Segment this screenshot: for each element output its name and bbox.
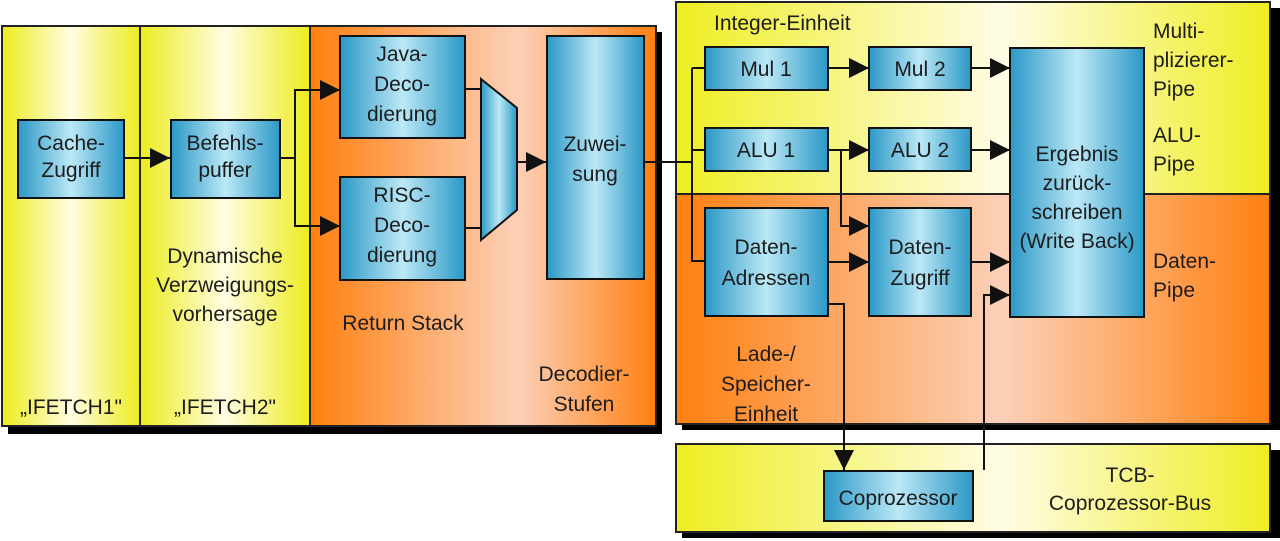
- label-data-pipe-line: Daten-: [1153, 250, 1216, 273]
- label-branch-prediction-line: vorhersage: [172, 303, 277, 326]
- label-befehlspuffer-line: puffer: [198, 159, 251, 182]
- block-befehlspuffer: [170, 119, 281, 199]
- label-daten-adressen-line: Adressen: [722, 267, 811, 290]
- block-mul2: [868, 46, 972, 91]
- label-write-back-line: Ergebnis: [1036, 143, 1119, 166]
- label-cache-zugriff-line: Zugriff: [41, 159, 100, 182]
- label-decode-stages: Decodier- Stufen: [538, 363, 629, 416]
- block-mul1: [704, 46, 829, 91]
- label-risc-decodierung-line: Deco-: [374, 214, 430, 237]
- label-write-back: Ergebnis zurück-schreiben (Write Back): [1019, 143, 1134, 253]
- label-daten-zugriff-line: Zugriff: [890, 267, 949, 290]
- label-ifetch1-line: „IFETCH1": [20, 396, 122, 419]
- label-alu1-line: ALU 1: [737, 139, 795, 162]
- label-load-store-unit-line: Lade-/: [736, 343, 796, 366]
- label-return-stack-line: Return Stack: [342, 312, 464, 335]
- label-zuweisung-line: sung: [572, 163, 618, 186]
- block-alu1: [704, 127, 829, 172]
- arrow-coprozessor-to-wb: [983, 285, 1010, 470]
- label-daten-zugriff: Daten- Zugriff: [888, 236, 951, 290]
- label-load-store-unit-line: Einheit: [734, 403, 798, 426]
- label-alu-pipe-line: Pipe: [1153, 153, 1195, 176]
- multiplexer: [480, 76, 518, 243]
- label-alu-pipe: ALU- Pipe: [1153, 124, 1201, 176]
- label-zuweisung-line: Zuwei-: [563, 133, 626, 156]
- connectors: [124, 58, 1010, 470]
- label-return-stack: Return Stack: [342, 312, 464, 335]
- label-coprozessor: Coprozessor: [838, 487, 957, 510]
- label-branch-prediction-line: Dynamische: [167, 245, 283, 268]
- label-data-pipe: Daten- Pipe: [1153, 250, 1216, 302]
- label-mul1-line: Mul 1: [740, 58, 791, 81]
- label-ifetch2-line: „IFETCH2": [174, 396, 276, 419]
- label-integer-unit-line: Integer-Einheit: [714, 12, 851, 35]
- block-daten-adressen: [704, 207, 829, 317]
- label-risc-decodierung-line: RISC-: [373, 184, 430, 207]
- label-mul-pipe-line: plizierer-: [1153, 49, 1234, 72]
- label-java-decodierung-line: Java-: [376, 43, 427, 66]
- label-risc-decodierung-line: dierung: [367, 244, 437, 267]
- label-data-pipe-line: Pipe: [1153, 279, 1195, 302]
- label-ifetch1: „IFETCH1": [20, 396, 122, 419]
- label-risc-decodierung: RISC- Deco-dierung: [367, 184, 437, 267]
- label-alu2: ALU 2: [891, 139, 949, 162]
- label-decode-stages-line: Decodier-: [538, 363, 629, 386]
- arrow-alu1-to-datenzugriff: [840, 150, 869, 236]
- label-alu-pipe-line: ALU-: [1153, 124, 1201, 147]
- label-tcb-bus: TCB- Coprozessor-Bus: [1049, 464, 1211, 515]
- label-alu1: ALU 1: [737, 139, 795, 162]
- label-mul1: Mul 1: [740, 58, 791, 81]
- label-write-back-line: (Write Back): [1019, 230, 1134, 253]
- label-cache-zugriff: Cache- Zugriff: [37, 132, 105, 182]
- label-integer-unit: Integer-Einheit: [714, 12, 851, 35]
- label-tcb-bus-line: Coprozessor-Bus: [1049, 492, 1211, 515]
- block-daten-zugriff: [868, 207, 972, 317]
- label-load-store-unit-line: Speicher-: [721, 373, 811, 396]
- label-cache-zugriff-line: Cache-: [37, 132, 105, 155]
- label-befehlspuffer-line: Befehls-: [186, 132, 263, 155]
- block-java-decodierung: [339, 35, 466, 139]
- blocks-layer: [17, 35, 1145, 522]
- label-mul-pipe-line: Pipe: [1153, 78, 1195, 101]
- block-write-back: [1009, 47, 1145, 318]
- label-coprozessor-line: Coprozessor: [838, 487, 957, 510]
- label-daten-zugriff-line: Daten-: [888, 236, 951, 259]
- block-risc-decodierung: [339, 176, 466, 281]
- label-zuweisung: Zuwei-sung: [563, 133, 626, 186]
- labels-layer: Cache- Zugriff Befehls-puffer Java- Deco-die…: [20, 12, 1234, 515]
- label-java-decodierung-line: dierung: [367, 103, 437, 126]
- label-load-store-unit: Lade-/ Speicher- Einheit: [721, 343, 811, 426]
- block-cache-zugriff: [17, 119, 125, 199]
- label-mul2-line: Mul 2: [894, 58, 945, 81]
- block-coprozessor: [823, 470, 974, 522]
- label-befehlspuffer: Befehls-puffer: [186, 132, 263, 182]
- label-write-back-line: schreiben: [1031, 201, 1122, 224]
- label-tcb-bus-line: TCB-: [1106, 464, 1155, 487]
- block-zuweisung: [546, 35, 645, 280]
- label-daten-adressen: Daten- Adressen: [722, 236, 811, 290]
- arrow-buffer-to-risc: [294, 158, 340, 236]
- label-daten-adressen-line: Daten-: [734, 236, 797, 259]
- label-branch-prediction-line: Verzweigungs-: [156, 274, 294, 297]
- label-ifetch2: „IFETCH2": [174, 396, 276, 419]
- stage-ifetch2: [139, 25, 311, 427]
- label-mul-pipe: Multi-plizierer- Pipe: [1153, 20, 1234, 101]
- label-alu2-line: ALU 2: [891, 139, 949, 162]
- label-mul-pipe-line: Multi-: [1153, 20, 1204, 43]
- stage-ifetch1: [1, 25, 141, 427]
- arrow-adressen-to-coprozessor: [828, 303, 854, 470]
- label-write-back-line: zurück-: [1043, 172, 1112, 195]
- label-java-decodierung-line: Deco-: [374, 73, 430, 96]
- label-java-decodierung: Java- Deco-dierung: [367, 43, 437, 126]
- block-alu2: [868, 127, 972, 172]
- label-decode-stages-line: Stufen: [554, 393, 615, 416]
- label-mul2: Mul 2: [894, 58, 945, 81]
- arrow-buffer-to-java: [280, 80, 340, 159]
